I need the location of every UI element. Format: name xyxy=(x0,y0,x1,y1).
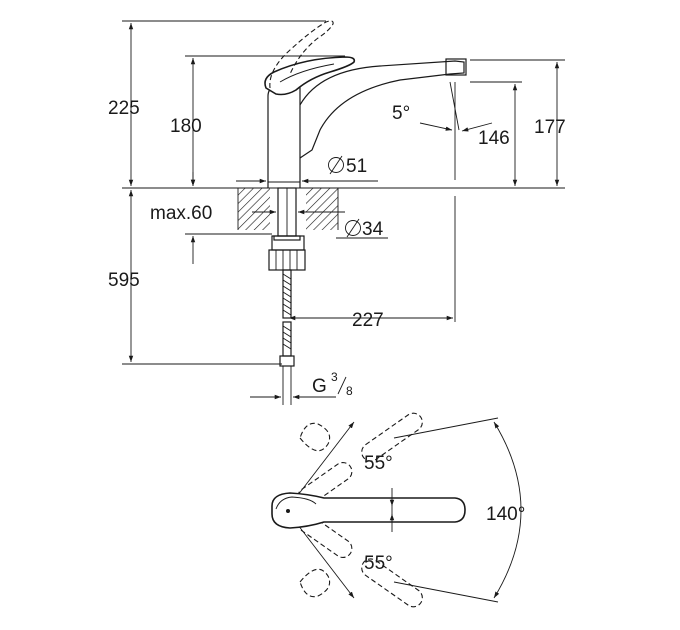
handle-plan-solid xyxy=(271,492,466,529)
dim-total-height: 225 xyxy=(108,98,140,119)
dim-swing-lower: 55° xyxy=(364,553,393,574)
spout xyxy=(299,60,465,159)
dim-connection-den: 8 xyxy=(346,384,353,398)
dim-outlet-height: 146 xyxy=(478,128,510,149)
dim-hose-length: 595 xyxy=(108,270,140,291)
flex-hose xyxy=(279,269,295,405)
dim-body-diameter: 51 xyxy=(346,156,367,177)
handle-swing-lower xyxy=(297,513,423,608)
arc-total-swing xyxy=(493,421,522,599)
dim-max-deck: max.60 xyxy=(150,203,212,224)
dim-spout-height: 177 xyxy=(534,117,566,138)
dim-connection-num: 3 xyxy=(331,370,338,384)
plan-view: 55° 55° 140° xyxy=(271,412,525,608)
dim-body-height: 180 xyxy=(170,116,202,137)
aerator xyxy=(445,58,467,76)
dim-connection-group: G 3 8 xyxy=(312,370,353,398)
mounting-nut xyxy=(268,235,306,271)
lever-raised-outline xyxy=(269,20,334,89)
deck-slab xyxy=(237,188,339,230)
side-elevation: 225 180 595 max.60 51 34 227 5° 146 177 … xyxy=(108,20,566,405)
handle-swing-upper xyxy=(297,412,423,507)
dim-connection: G xyxy=(312,376,327,397)
dim-swing-upper: 55° xyxy=(364,453,393,474)
dim-spout-angle: 5° xyxy=(392,103,410,124)
dim-shank-diameter: 34 xyxy=(362,219,384,240)
dim-shank-diameter-group: 34 xyxy=(345,218,384,240)
dim-swing-total: 140° xyxy=(486,504,525,525)
faucet-body xyxy=(267,85,301,188)
dim-spout-reach: 227 xyxy=(352,310,384,331)
dim-body-diameter-group: 51 xyxy=(328,155,367,177)
lever-handle xyxy=(264,56,356,96)
